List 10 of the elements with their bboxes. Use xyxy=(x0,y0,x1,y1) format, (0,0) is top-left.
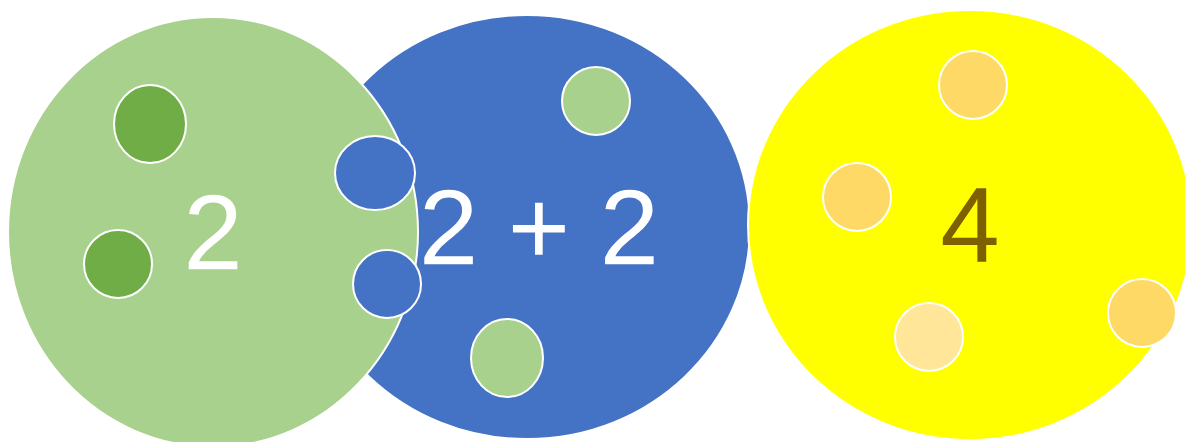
dot-circle xyxy=(938,50,1008,120)
dot-circle xyxy=(822,162,892,232)
dot-circle xyxy=(352,249,422,319)
dot-circle xyxy=(470,318,544,398)
dot-circle xyxy=(1107,278,1177,348)
dot-circle xyxy=(83,229,153,299)
dot-circle xyxy=(561,66,631,136)
dot-circle xyxy=(334,135,416,211)
dot-circle xyxy=(894,302,964,372)
dot-circle xyxy=(113,84,187,164)
